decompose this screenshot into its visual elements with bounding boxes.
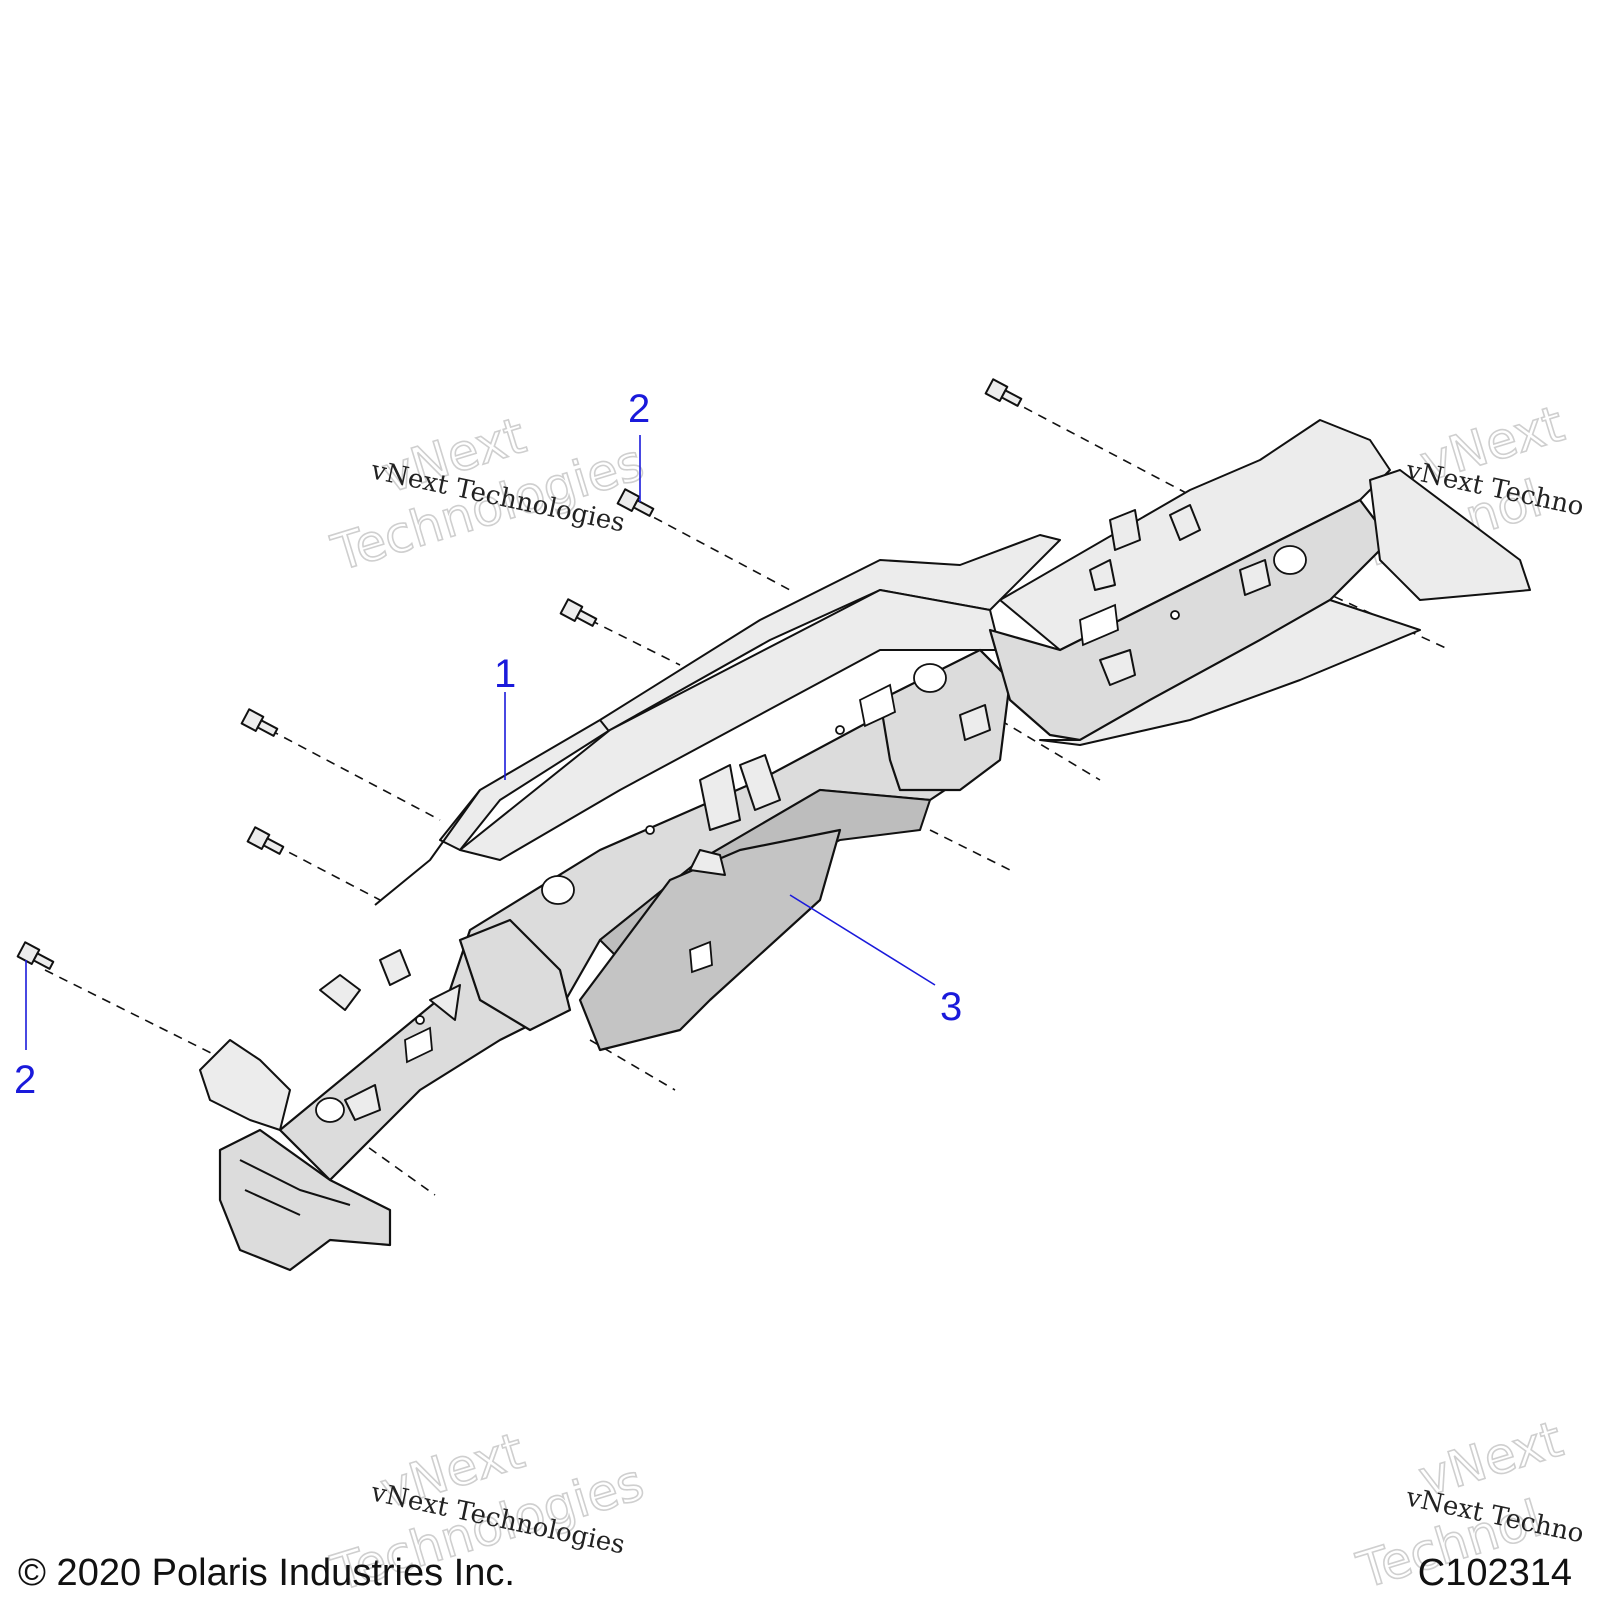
bolt-left-middle: [246, 826, 285, 855]
bolts: [16, 378, 1023, 970]
bolt-left-lower: [16, 941, 55, 970]
bolt-top-center: [616, 488, 655, 517]
drawing-id: C102314: [1417, 1552, 1572, 1594]
callouts: 2 1 2 3: [14, 387, 962, 1102]
copyright-notice: © 2020 Polaris Industries Inc.: [18, 1552, 515, 1594]
callout-1: 1: [494, 652, 516, 696]
callout-2-top: 2: [628, 387, 650, 431]
bolt-left-upper: [240, 708, 279, 737]
skid-plate: [578, 828, 842, 1052]
bolt-center: [559, 598, 598, 627]
callout-3: 3: [940, 985, 962, 1029]
callout-2-left: 2: [14, 1058, 36, 1102]
bolt-top-right: [984, 378, 1023, 407]
